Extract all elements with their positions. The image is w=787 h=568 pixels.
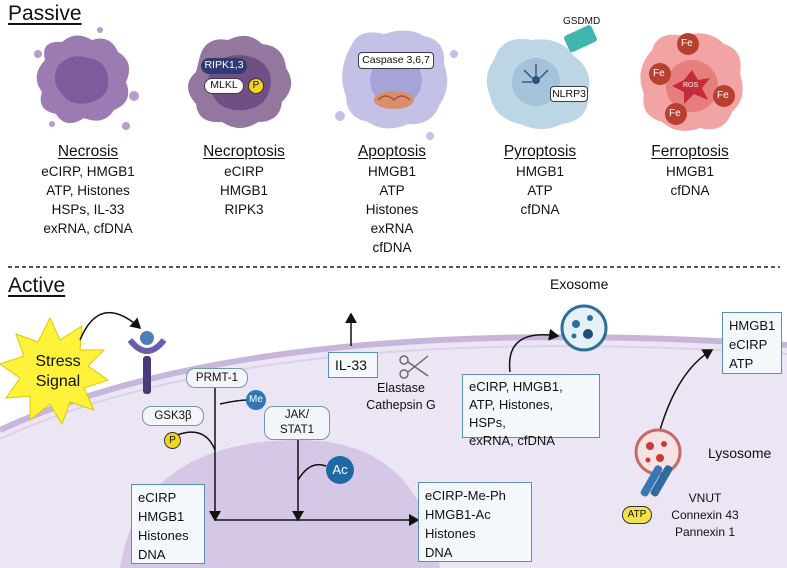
list-item: ATP [379,183,405,198]
list-item: HMGB1 [367,164,416,179]
apoptosis-cell-icon [335,30,458,140]
lysosome-label: Lysosome [708,445,772,461]
list-item: cfDNA [520,202,560,217]
pyroptosis-cell-icon [486,25,597,129]
ros-label: ROS [683,82,699,89]
list-item: exRNA [370,221,414,236]
column-title: Pyroptosis [503,143,577,160]
list-item: eCIRP [224,164,264,179]
ripk-label: RIPK1,3 [201,58,247,74]
fe-label-2: Fe [653,68,665,79]
mlkl-label: MLKL [204,78,244,94]
fe-label-3: Fe [717,90,729,101]
modified-damp-box: eCIRP-Me-Ph HMGB1-Ac Histones DNA [418,482,532,562]
list-item: RIPK3 [224,202,264,217]
list-item: ATP [527,183,553,198]
list-item: HMGB1 [665,164,714,179]
fe-label-1: Fe [681,38,693,49]
exosome-content-box: eCIRP, HMGB1, ATP, Histones, HSPs, exRNA… [462,374,600,448]
prmt1-label: PRMT-1 [186,368,248,388]
lysosome-content-box: HMGB1 eCIRP ATP [722,312,782,374]
phosphate-label: P [248,78,264,94]
exosome-icon [560,304,608,352]
section-title-active: Active [8,274,66,297]
column-necrosis: Necrosis eCIRP, HMGB1 ATP, Histones HSPs… [30,142,146,238]
lysosome-icon [634,428,682,497]
list-item: HMGB1 [515,164,564,179]
arrow-lysosome-release [659,349,714,431]
gsk3b-label: GSK3β [142,406,204,426]
fe-label-4: Fe [669,108,681,119]
phosphate-badge: P [164,432,181,449]
atp-badge: ATP [622,506,652,524]
exosome-label: Exosome [550,276,609,292]
nuclear-damp-box: eCIRP HMGB1 Histones DNA [131,484,205,564]
column-pyroptosis: Pyroptosis HMGB1 ATP cfDNA [482,142,598,219]
il33-box: IL-33 [328,352,378,378]
list-item: ATP, Histones [46,183,130,198]
acetyl-label: Ac [326,456,354,484]
caspase-label: Caspase 3,6,7 [358,52,434,69]
protease-list: Elastase Cathepsin G [366,381,436,412]
column-title: Necrosis [57,143,119,160]
column-title: Ferroptosis [651,143,729,160]
arrow-stress-receptor [79,311,142,341]
column-title: Apoptosis [357,143,427,160]
nlrp3-label: NLRP3 [550,86,588,102]
receptor-icon [127,331,167,394]
list-item: HSPs, IL-33 [51,202,125,217]
necrosis-cell-icon [34,27,139,130]
column-ferroptosis: Ferroptosis HMGB1 cfDNA [632,142,748,200]
list-item: eCIRP, HMGB1 [41,164,135,179]
column-title: Necroptosis [203,143,285,160]
stress-signal-burst [0,316,110,426]
gsdmd-label: GSDMD [563,16,601,27]
column-apoptosis: Apoptosis HMGB1 ATP Histones exRNA cfDNA [334,142,450,257]
ferroptosis-cell-icon [640,33,743,131]
list-item: cfDNA [372,240,412,255]
scissors-icon [399,355,429,379]
jak-stat1-label: JAK/ STAT1 [264,406,330,440]
column-necroptosis: Necroptosis eCIRP HMGB1 RIPK3 [186,142,302,219]
section-title-passive: Passive [8,2,82,25]
list-item: Histones [365,202,419,217]
list-item: cfDNA [670,183,710,198]
list-item: exRNA, cfDNA [43,221,133,236]
methyl-label: Me [246,390,266,410]
channel-list: VNUT Connexin 43 Pannexin 1 [671,491,739,539]
list-item: HMGB1 [219,183,268,198]
arrow-exosome [508,328,560,373]
stress-signal-label: Stress Signal [35,353,81,390]
